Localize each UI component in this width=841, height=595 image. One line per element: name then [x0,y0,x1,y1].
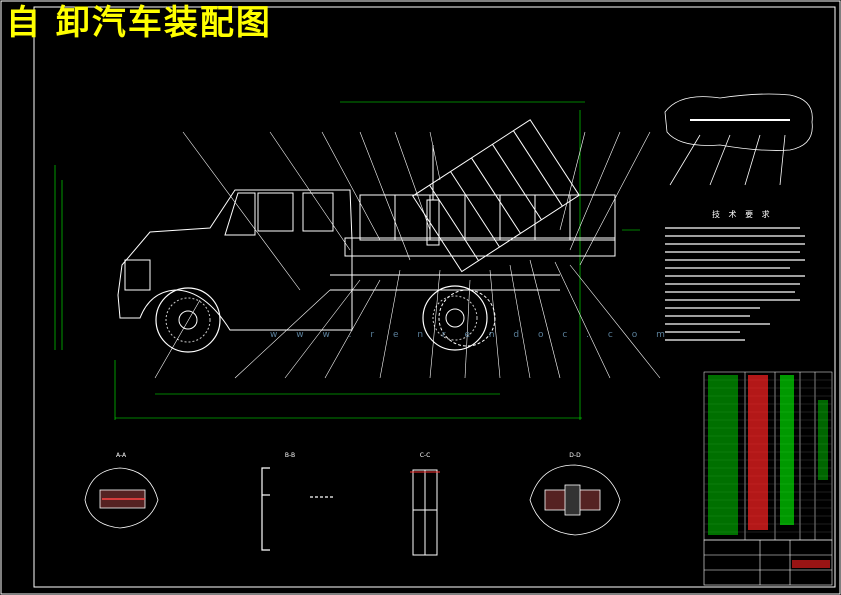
front-wheel [155,287,221,353]
section-label-a: A-A [115,452,127,459]
drawing-title: 自 卸汽车装配图 [6,3,272,43]
rear-wheel-1 [422,285,488,351]
section-label-b: B-B [284,452,296,459]
parts-table [703,371,833,541]
cargo-bed [359,194,616,241]
section-d [529,464,621,536]
cab-window-2 [302,192,334,232]
rear-wheel-2 [438,289,496,347]
inner-frame [33,6,836,588]
watermark: w w w . r e n r e n d o c . c o m [270,330,673,340]
dump-box [412,119,580,273]
detail-view [664,93,813,186]
dimension-lines [54,101,640,420]
truck [117,119,616,331]
section-b [261,467,335,551]
windshield [224,192,256,236]
technical-notes [665,227,805,341]
parts-table-text [708,375,828,535]
leader-lines [154,131,661,379]
chassis-frame [344,237,616,257]
section-a [84,467,159,529]
section-label-d: D-D [569,452,581,459]
section-label-c: C-C [419,452,431,459]
section-c [410,469,440,556]
notes-title: 技 术 要 求 [712,210,773,219]
grille [124,259,151,291]
cab-outline [117,189,353,331]
title-block [703,539,833,586]
title-block-highlight [792,560,830,568]
cab-window-1 [257,192,294,232]
